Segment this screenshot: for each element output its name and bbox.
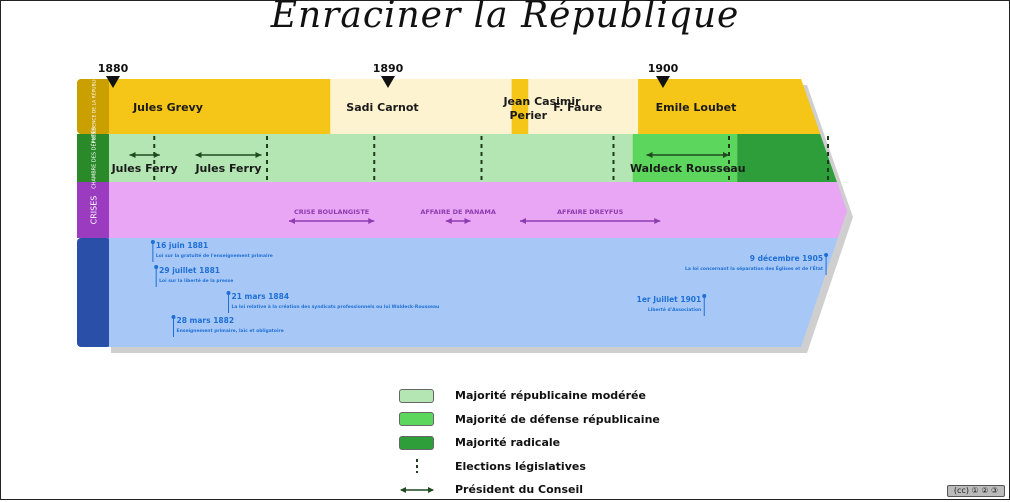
event-date: 29 juillet 1881 — [159, 266, 220, 275]
double-arrow-icon — [399, 483, 434, 497]
crises-band — [109, 182, 847, 238]
legend-label: Président du Conseil — [455, 483, 584, 497]
crise-label: AFFAIRE DREYFUS — [557, 208, 624, 216]
row-label-bg-crises — [77, 182, 111, 238]
legend-label: Majorité de défense républicaine — [455, 412, 660, 426]
event-pin-icon — [702, 294, 707, 298]
legend-swatch-box — [399, 435, 434, 450]
crise-arrow-right-arrow-icon — [654, 218, 661, 224]
event-date: 9 décembre 1905 — [750, 254, 823, 263]
row-label-presidence: PRÉSIDENCE DE LA RÉPUBLIQUE — [90, 70, 98, 144]
year-label: 1880 — [98, 62, 129, 75]
event-description: La loi relative à la création des syndic… — [232, 303, 440, 310]
president-label: Sadi Carnot — [346, 101, 418, 114]
president-term — [109, 79, 331, 134]
event-date: 1er Juillet 1901 — [637, 295, 702, 304]
page-title: Enraciner la République — [270, 0, 740, 36]
legend-item: Président du Conseil — [399, 478, 660, 502]
legend-label: Majorité radicale — [455, 436, 561, 450]
year-marker-icon — [656, 76, 670, 88]
president-term — [528, 79, 639, 134]
president-label: F. Faure — [553, 101, 602, 114]
event-date: 28 mars 1882 — [177, 316, 235, 325]
year-label: 1890 — [373, 62, 404, 75]
year-label: 1900 — [648, 62, 679, 75]
event-date: 16 juin 1881 — [156, 241, 208, 250]
president-conseil-label: Jules Ferry — [111, 162, 178, 175]
crise-label: AFFAIRE DE PANAMA — [420, 208, 496, 216]
conseil-arrow-right-arrow-icon — [255, 152, 262, 158]
conseil-arrow-left-arrow-icon — [129, 152, 136, 158]
year-marker-icon — [106, 76, 120, 88]
event-date: 21 mars 1884 — [232, 292, 290, 301]
crise-label: CRISE BOULANGISTE — [294, 208, 369, 216]
president-term — [330, 79, 512, 134]
legend-item: Majorité de défense républicaine — [399, 408, 660, 432]
conseil-arrow-right-arrow-icon — [723, 152, 729, 158]
row-label-bg-presidence — [77, 79, 111, 134]
president-label: Jean Casimir — [502, 95, 581, 108]
event-description: Loi sur la gratuité de l'enseignement pr… — [156, 252, 273, 259]
event-description: Loi sur la liberté de la presse — [159, 277, 233, 284]
event-pin-icon — [824, 253, 829, 257]
legend-item: Elections législatives — [399, 455, 660, 479]
legend-swatch — [399, 388, 434, 403]
legend-item: Majorité républicaine modérée — [399, 384, 660, 408]
legend-swatch — [399, 412, 434, 427]
lois-band — [109, 238, 847, 347]
legend-swatch-box — [399, 412, 434, 427]
event-description: La loi concernant la séparation des Égli… — [685, 264, 824, 272]
row-label-crises: CRISES — [90, 196, 99, 225]
president-term — [638, 79, 831, 134]
row-label-chambre: CHAMBRE DES DÉPUTÉS — [90, 127, 98, 188]
president-conseil-label: Waldeck Rousseau — [630, 162, 746, 175]
crise-arrow-left-arrow-icon — [520, 218, 526, 224]
majority-segment — [109, 134, 633, 182]
event-pin-icon — [226, 291, 231, 295]
majority-segment — [737, 134, 847, 182]
president-label: Emile Loubet — [656, 101, 737, 114]
crise-arrow-left-arrow-icon — [445, 218, 452, 224]
conseil-arrow-left-arrow-icon — [195, 152, 202, 158]
event-pin-icon — [171, 315, 176, 319]
event-description: Liberté d'Association — [648, 306, 701, 313]
majority-segment — [632, 134, 738, 182]
conseil-arrow-left-arrow-icon — [646, 152, 653, 158]
president-conseil-label: Jules Ferry — [194, 162, 261, 175]
president-label: Perier — [509, 109, 547, 122]
legend-label: Elections législatives — [455, 459, 586, 473]
event-description: Enseignement primaire, laïc et obligatoi… — [177, 328, 284, 334]
row-label-bg-lois — [77, 238, 111, 347]
row-label-bg-chambre — [77, 134, 111, 182]
legend-item: Majorité radicale — [399, 431, 660, 455]
year-marker-icon — [381, 76, 395, 88]
crise-arrow-right-arrow-icon — [464, 218, 471, 224]
legend-swatch-box — [399, 388, 434, 403]
event-pin-icon — [150, 240, 155, 244]
event-pin-icon — [154, 265, 159, 269]
legend-label: Majorité républicaine modérée — [455, 389, 646, 403]
legend-swatch — [399, 435, 434, 450]
president-term — [511, 79, 529, 134]
cc-license-badge: (cc) ① ② ③ — [947, 485, 1005, 497]
election-dash-icon — [399, 459, 434, 474]
crise-arrow-right-arrow-icon — [368, 218, 375, 224]
president-label: Jules Grevy — [132, 101, 203, 114]
conseil-arrow-right-arrow-icon — [153, 152, 160, 158]
crise-arrow-left-arrow-icon — [289, 218, 295, 224]
